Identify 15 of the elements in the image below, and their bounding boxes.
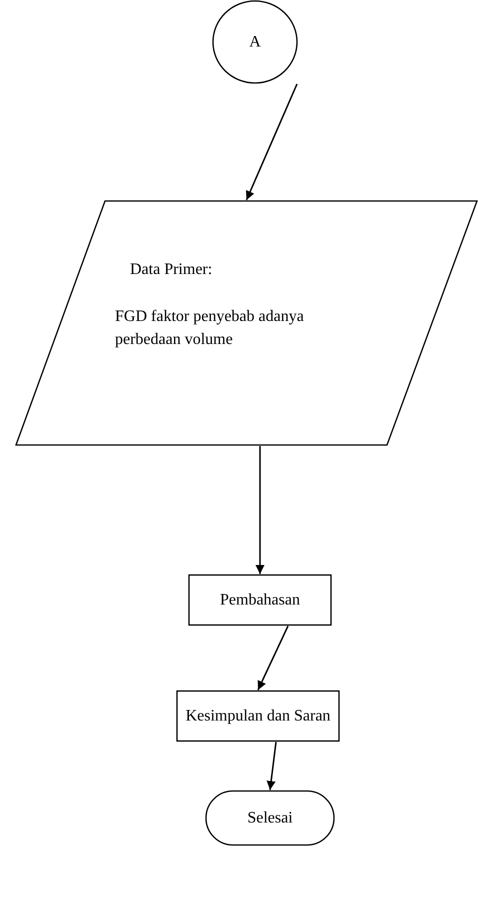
process-box bbox=[176, 690, 340, 742]
node-label: A bbox=[248, 32, 262, 52]
connector-circle bbox=[212, 0, 298, 84]
data-heading: Data Primer: bbox=[130, 260, 214, 280]
process-box bbox=[188, 574, 332, 626]
arrow bbox=[256, 446, 264, 574]
node-label: Pembahasan bbox=[219, 590, 301, 610]
data-parallelogram bbox=[15, 200, 478, 446]
node-label: Selesai bbox=[246, 808, 294, 828]
arrow bbox=[266, 742, 277, 790]
arrow bbox=[257, 626, 289, 690]
terminator-shape bbox=[205, 790, 335, 846]
node-label: Kesimpulan dan Saran bbox=[184, 706, 332, 726]
arrow bbox=[246, 84, 298, 200]
data-description: FGD faktor penyebab adanya perbedaan volume bbox=[115, 307, 305, 350]
